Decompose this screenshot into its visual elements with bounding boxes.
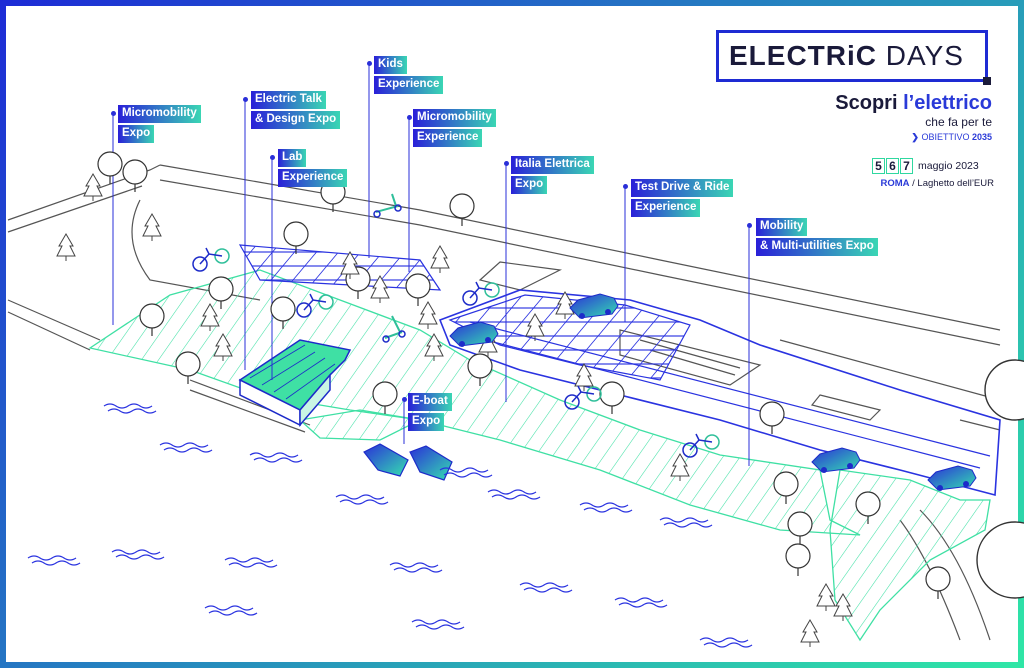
area-label-micromobility-expo[interactable]: Micromobility Expo [118, 105, 201, 145]
objective-label: OBIETTIVO [921, 132, 970, 142]
area-label-line2: & Design Expo [251, 111, 341, 129]
subtagline: che fa per te [925, 115, 992, 129]
chevron-right-icon: ❯ [911, 132, 919, 142]
area-label-mobility-multiutilities[interactable]: Mobility & Multi-utilities Expo [756, 218, 878, 258]
area-label-line2: & Multi-utilities Expo [756, 238, 878, 256]
boats [363, 443, 453, 481]
area-label-line1: Micromobility [413, 109, 496, 127]
area-label-line1: E-boat [408, 393, 452, 411]
logo-word-electric: ELECTRiC [729, 40, 877, 71]
pointer-dot [504, 161, 509, 166]
date-month-year: maggio 2023 [918, 160, 979, 172]
pointer-dot [367, 61, 372, 66]
tagline-part1: Scopri [835, 92, 898, 114]
logo-corner-square [983, 77, 991, 85]
pointer-dot [243, 97, 248, 102]
area-label-micromobility-experience[interactable]: Micromobility Experience [413, 109, 496, 149]
pointer-dot [747, 223, 752, 228]
lab-building [238, 339, 352, 428]
event-dates: 5 6 7 maggio 2023 [872, 158, 994, 174]
road-outlines [7, 164, 1001, 641]
area-label-line2: Experience [374, 76, 444, 94]
date-day: 5 [872, 158, 885, 174]
objective-line: ❯ OBIETTIVO 2035 [860, 132, 992, 143]
area-label-lab-experience[interactable]: Lab Experience [278, 149, 348, 189]
area-label-line2: Experience [413, 129, 483, 147]
area-label-e-boat[interactable]: E-boat Expo [408, 393, 452, 433]
area-label-line2: Expo [118, 125, 155, 143]
event-logo: ELECTRiC DAYS [716, 30, 988, 82]
area-label-line2: Experience [278, 169, 348, 187]
area-label-line1: Italia Elettrica [511, 156, 594, 174]
tagline: Scopri l’elettrico [760, 92, 992, 115]
area-label-line1: Kids [374, 56, 407, 74]
area-label-line2: Expo [408, 413, 445, 431]
pointer-dot [402, 397, 407, 402]
area-label-italia-elettrica[interactable]: Italia Elettrica Expo [511, 156, 594, 196]
area-label-line1: Mobility [756, 218, 808, 236]
area-label-line2: Experience [631, 199, 701, 217]
area-label-line1: Electric Talk [251, 91, 326, 109]
area-label-kids-experience[interactable]: Kids Experience [374, 56, 444, 96]
area-label-line1: Micromobility [118, 105, 201, 123]
location-venue: / Laghetto dell’EUR [912, 178, 994, 189]
objective-year: 2035 [971, 132, 992, 142]
date-day: 7 [900, 158, 913, 174]
area-label-electric-talk[interactable]: Electric Talk & Design Expo [251, 91, 341, 131]
pointer-dot [111, 111, 116, 116]
pointer-dot [623, 184, 628, 189]
blue-grid-areas [238, 244, 1001, 497]
logo-word-days: DAYS [885, 40, 964, 71]
vehicles [192, 193, 977, 492]
area-label-line1: Lab [278, 149, 307, 167]
pointer-dot [270, 155, 275, 160]
area-label-test-drive[interactable]: Test Drive & Ride Experience [631, 179, 734, 219]
pointer-lines [112, 63, 750, 466]
location-city: ROMA [880, 178, 910, 189]
event-location: ROMA / Laghetto dell’EUR [800, 178, 994, 189]
date-day: 6 [886, 158, 899, 174]
area-label-line2: Expo [511, 176, 548, 194]
area-label-line1: Test Drive & Ride [631, 179, 734, 197]
tagline-part2: l’elettrico [903, 92, 992, 114]
pointer-dot [407, 115, 412, 120]
